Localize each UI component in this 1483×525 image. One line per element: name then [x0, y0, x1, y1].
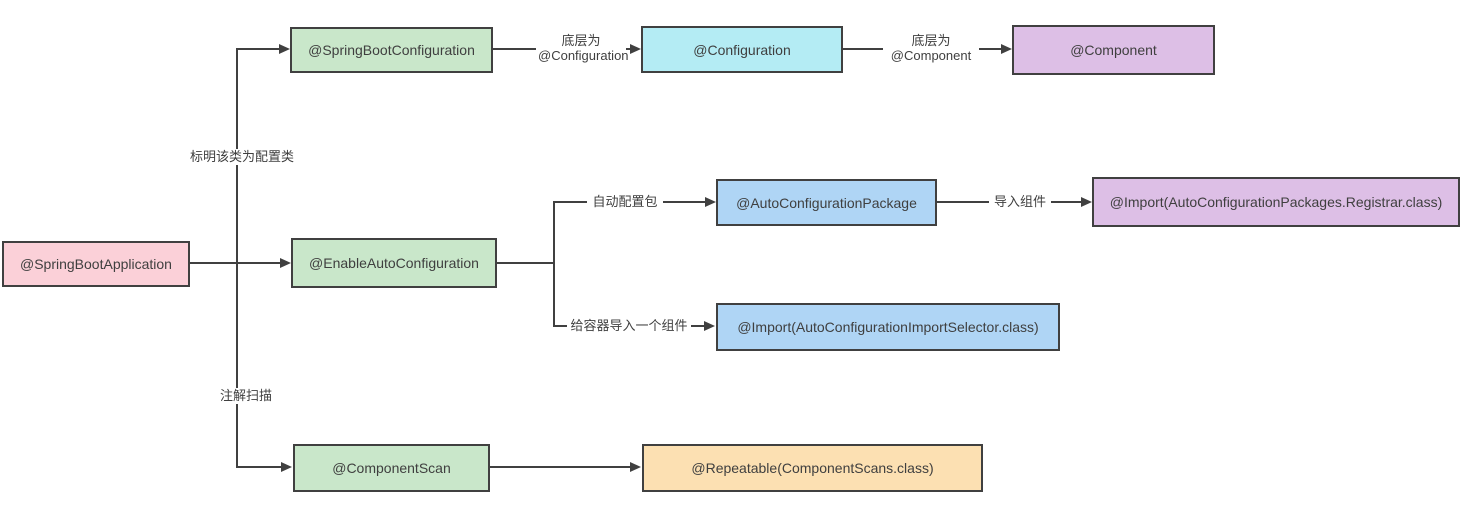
node-import-selector: @Import(AutoConfigurationImportSelector.… [716, 303, 1060, 351]
edge-label-underlying-component: 底层为 @Component [883, 33, 979, 63]
node-enable-auto-configuration: @EnableAutoConfiguration [291, 238, 497, 288]
edge-label-import-one-component: 给容器导入一个组件 [567, 318, 691, 334]
edge-label-auto-config-package: 自动配置包 [587, 194, 663, 210]
edge-label-mark-as-config-class: 标明该类为配置类 [185, 149, 299, 165]
arrowhead-icon [704, 321, 715, 331]
connector-line [843, 48, 883, 50]
arrowhead-icon [279, 44, 290, 54]
node-configuration: @Configuration [641, 26, 843, 73]
connector-line [937, 201, 989, 203]
arrowhead-icon [1081, 197, 1092, 207]
edge-label-line2: @Component [890, 48, 972, 63]
edge-label-line1: 底层为 [561, 33, 601, 48]
connector-line [190, 262, 280, 264]
connector-line-vertical-main [236, 49, 238, 467]
connector-line [1047, 201, 1081, 203]
connector-line [493, 48, 537, 50]
connector-line [490, 466, 630, 468]
node-import-registrar: @Import(AutoConfigurationPackages.Regist… [1092, 177, 1460, 227]
connector-line [976, 48, 1001, 50]
connector-line [553, 201, 587, 203]
edge-label-line1: 底层为 [911, 33, 951, 48]
arrowhead-icon [281, 462, 292, 472]
node-repeatable: @Repeatable(ComponentScans.class) [642, 444, 983, 492]
edge-label-line2: @Configuration [538, 48, 629, 63]
arrowhead-icon [630, 462, 641, 472]
connector-line [553, 325, 567, 327]
edge-label-underlying-configuration: 底层为 @Configuration [536, 33, 629, 63]
node-auto-configuration-package: @AutoConfigurationPackage [716, 179, 937, 226]
node-component-scan: @ComponentScan [293, 444, 490, 492]
connector-line [236, 466, 281, 468]
arrowhead-icon [1001, 44, 1012, 54]
edge-label-annotation-scan: 注解扫描 [216, 388, 276, 404]
connector-line [497, 262, 555, 264]
arrowhead-icon [280, 258, 291, 268]
node-spring-boot-configuration: @SpringBootConfiguration [290, 27, 493, 73]
connector-line [687, 325, 704, 327]
connector-line [622, 48, 630, 50]
arrowhead-icon [705, 197, 716, 207]
connector-line [659, 201, 705, 203]
connector-line [236, 48, 280, 50]
edge-label-import-component: 导入组件 [989, 194, 1051, 210]
node-spring-boot-application: @SpringBootApplication [2, 241, 190, 287]
arrowhead-icon [630, 44, 641, 54]
node-component: @Component [1012, 25, 1215, 75]
connector-line-vertical-fork [553, 202, 555, 327]
